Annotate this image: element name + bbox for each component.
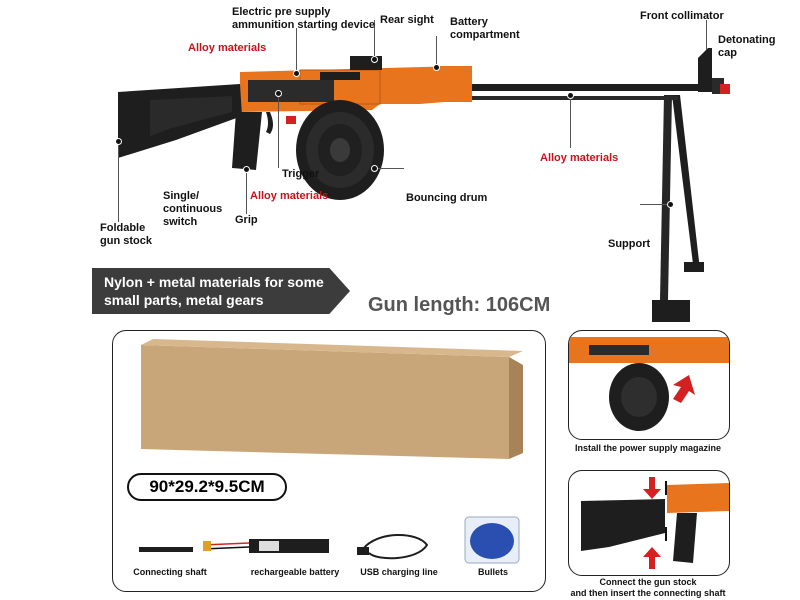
step-install-caption: Install the power supply magazine xyxy=(574,443,722,453)
bullets-image xyxy=(464,516,520,564)
leader-line xyxy=(278,92,279,168)
leader-line xyxy=(374,20,375,58)
battery-image xyxy=(203,539,329,553)
marker-dot xyxy=(567,92,574,99)
gun-length: Gun length: 106CM xyxy=(368,294,551,316)
accessory-bullets: Bullets xyxy=(477,567,508,577)
label-front-collimator: Front collimator xyxy=(640,10,724,22)
accessory-connecting-shaft: Connecting shaft xyxy=(133,567,207,577)
drum-magazine xyxy=(296,100,384,200)
leader-line xyxy=(374,168,404,169)
box-dimensions: 90*29.2*9.5CM xyxy=(127,473,287,501)
label-electric-supply: Electric pre supply ammunition starting … xyxy=(232,6,376,31)
label-grip: Grip xyxy=(235,214,258,226)
marker-dot xyxy=(667,201,674,208)
marker-dot xyxy=(433,64,440,71)
marker-dot xyxy=(371,165,378,172)
package-panel: 90*29.2*9.5CM Connecting shaft rechargea… xyxy=(112,330,546,592)
grip xyxy=(232,112,296,170)
label-bouncing-drum: Bouncing drum xyxy=(406,192,488,204)
label-alloy-top: Alloy materials xyxy=(188,42,267,54)
connect-stock-image xyxy=(581,477,729,569)
install-magazine-image xyxy=(569,337,729,431)
receiver xyxy=(240,56,472,112)
leader-line xyxy=(570,94,571,148)
label-single-switch: Single/ continuous switch xyxy=(163,190,223,228)
leader-line xyxy=(640,204,670,205)
label-detonating-cap: Detonating cap xyxy=(718,34,776,59)
label-rear-sight: Rear sight xyxy=(380,14,434,26)
accessory-usb: USB charging line xyxy=(360,567,438,577)
label-alloy-mid: Alloy materials xyxy=(540,152,619,164)
accessory-battery: rechargeable battery xyxy=(250,567,340,577)
usb-cable-image xyxy=(357,533,429,560)
marker-dot xyxy=(293,70,300,77)
gun-illustration xyxy=(118,48,730,322)
shipping-box xyxy=(141,339,523,459)
bipod-support xyxy=(652,95,704,322)
barrel xyxy=(460,48,730,100)
step-install-panel xyxy=(568,330,730,440)
leader-line xyxy=(436,36,437,66)
marker-dot xyxy=(371,56,378,63)
marker-dot xyxy=(243,166,250,173)
label-support: Support xyxy=(608,238,651,250)
leader-line xyxy=(118,140,119,222)
connecting-shaft-image xyxy=(139,547,193,552)
label-foldable-stock: Foldable gun stock xyxy=(100,222,152,247)
leader-line xyxy=(296,28,297,72)
leader-line xyxy=(706,20,707,50)
label-trigger: Trigger xyxy=(282,168,320,180)
step-connect-panel xyxy=(568,470,730,576)
materials-banner: Nylon + metal materials for some small p… xyxy=(92,268,350,314)
gun-stock xyxy=(118,84,242,158)
leader-line xyxy=(246,168,247,214)
marker-dot xyxy=(115,138,122,145)
label-alloy-bottom: Alloy materials xyxy=(250,190,329,202)
label-battery: Battery compartment xyxy=(450,16,520,41)
step-connect-caption: Connect the gun stock and then insert th… xyxy=(570,577,726,598)
marker-dot xyxy=(275,90,282,97)
